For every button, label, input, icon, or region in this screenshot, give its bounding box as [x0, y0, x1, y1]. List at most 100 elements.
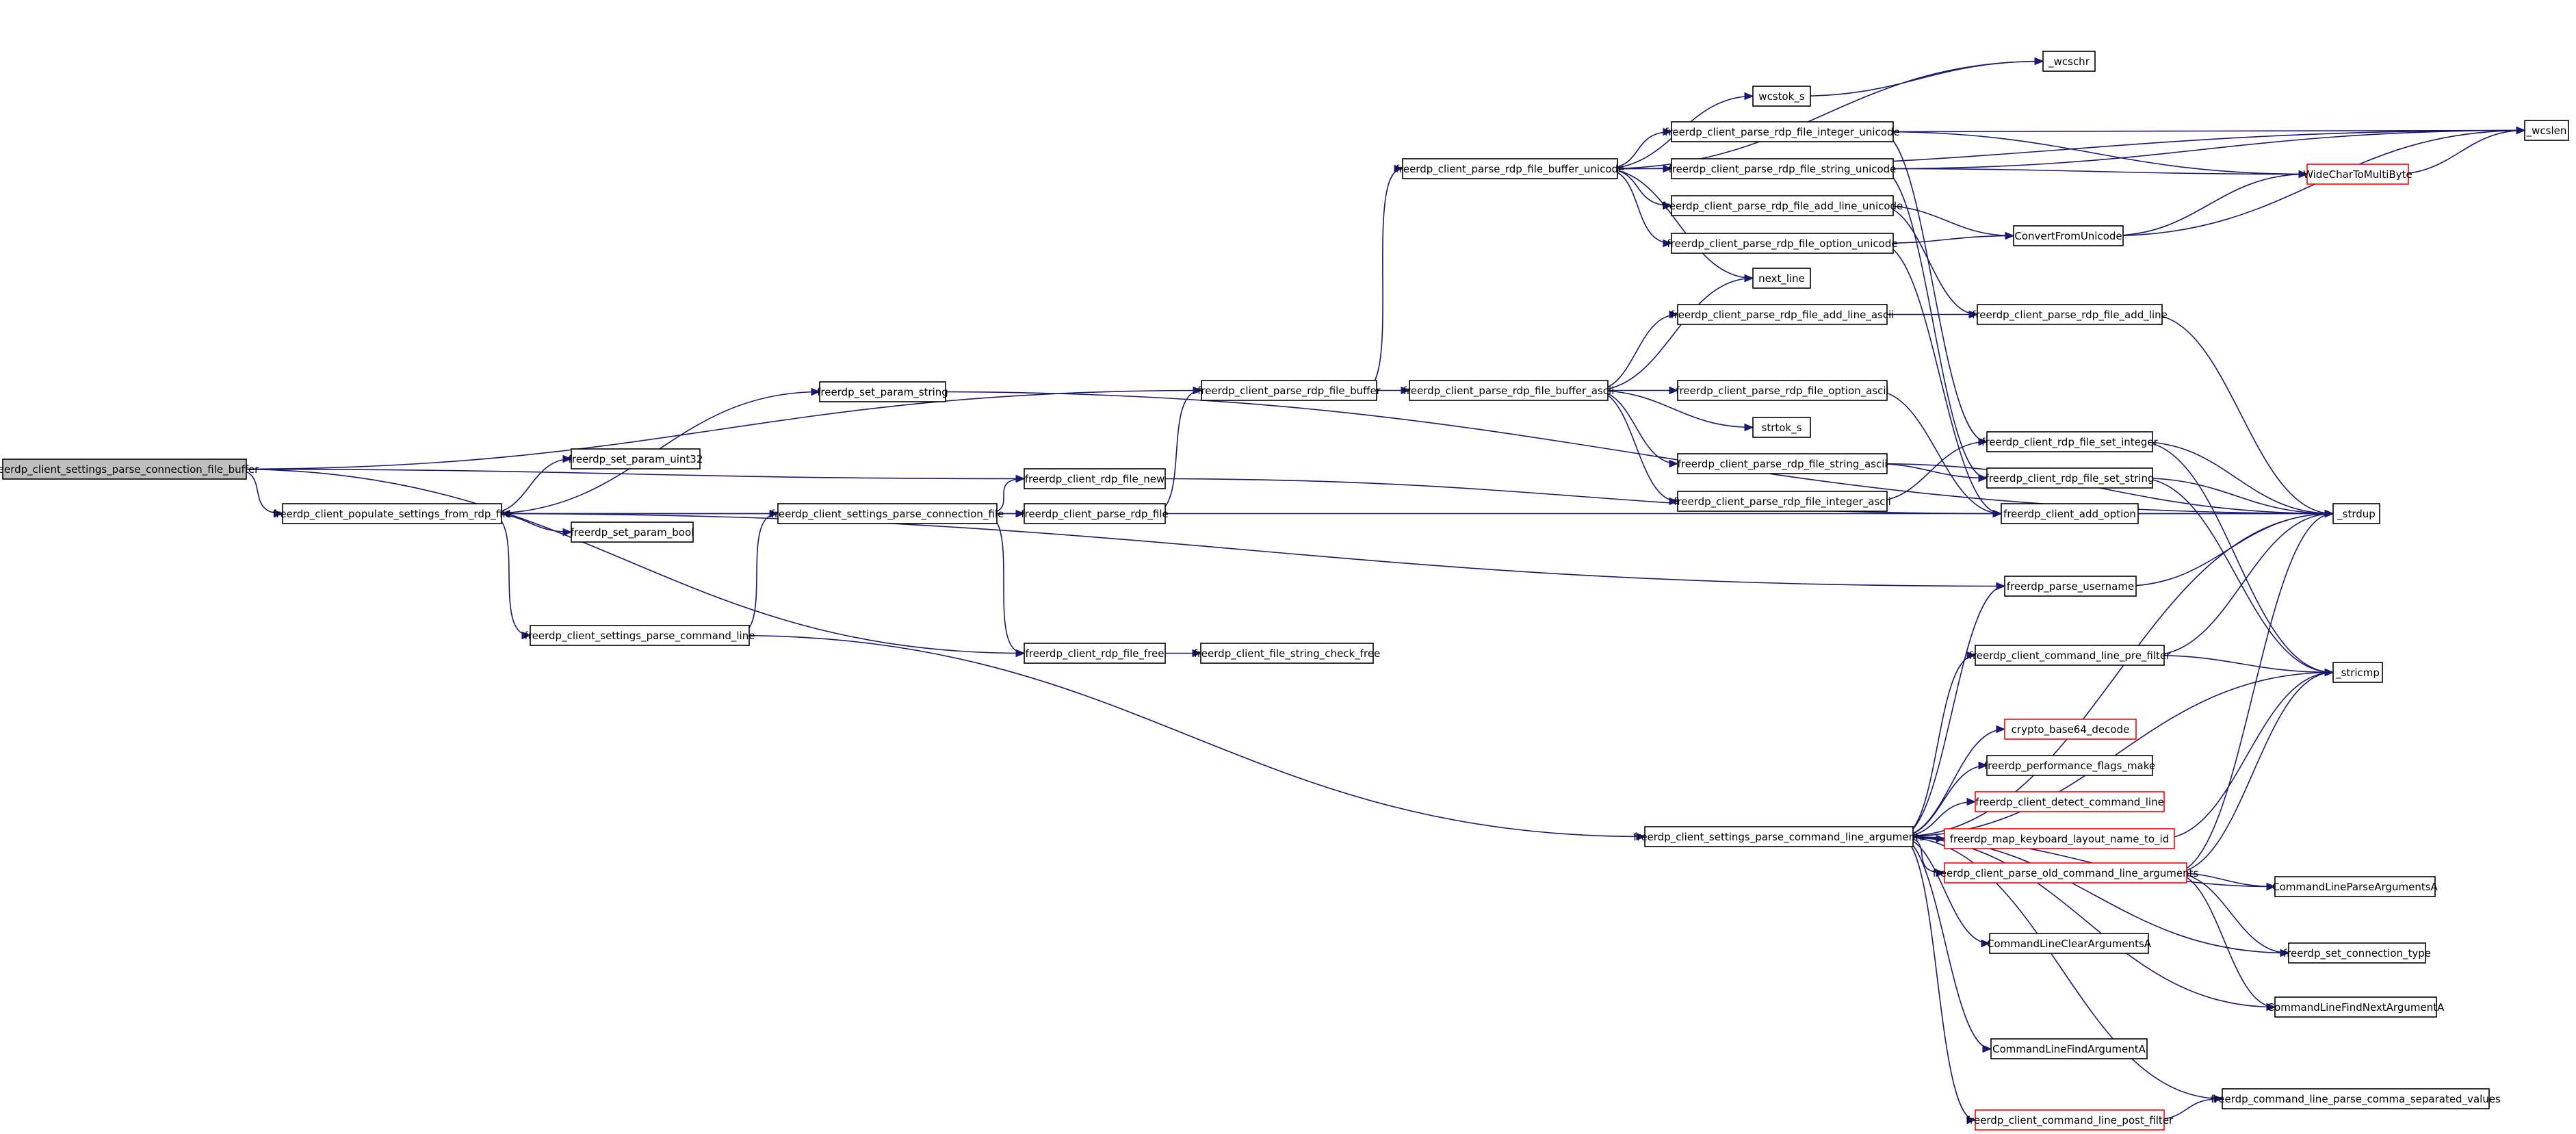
- node-comma_values[interactable]: freerdp_command_line_parse_comma_separat…: [2211, 1088, 2501, 1109]
- node-box-addline_unicode[interactable]: [1671, 195, 1894, 216]
- node-box-pre_filter[interactable]: [1975, 645, 2165, 666]
- node-add_option[interactable]: freerdp_client_add_option: [2001, 503, 2139, 524]
- node-box-int_unicode[interactable]: [1671, 121, 1894, 142]
- node-cl_clear[interactable]: CommandLineClearArgumentsA: [1987, 933, 2152, 954]
- node-convert_from_unicode[interactable]: ConvertFromUnicode: [2013, 225, 2124, 246]
- node-int_ascii[interactable]: freerdp_client_parse_rdp_file_integer_as…: [1674, 491, 1891, 512]
- node-box-rdp_file_free[interactable]: [1024, 643, 1166, 664]
- node-box-stricmp[interactable]: [2332, 662, 2383, 683]
- node-box-perf_flags[interactable]: [1986, 755, 2153, 776]
- node-old_args[interactable]: freerdp_client_parse_old_command_line_ar…: [1933, 862, 2199, 884]
- node-stricmp[interactable]: _stricmp: [2332, 662, 2383, 683]
- node-box-cl_parse[interactable]: [2274, 876, 2436, 897]
- node-pre_filter[interactable]: freerdp_client_command_line_pre_filter: [1969, 645, 2171, 666]
- node-box-add_line[interactable]: [1977, 304, 2163, 325]
- node-box-option_ascii[interactable]: [1677, 380, 1888, 401]
- node-set_param_uint32[interactable]: freerdp_set_param_uint32: [569, 448, 703, 469]
- node-wcslen[interactable]: _wcslen: [2524, 120, 2569, 141]
- node-box-wcstok_s[interactable]: [1752, 86, 1811, 107]
- node-wc2mb[interactable]: WideCharToMultiByte: [2303, 164, 2412, 185]
- node-box-wcschr[interactable]: [2042, 51, 2096, 72]
- node-box-parse_args[interactable]: [1644, 826, 1914, 847]
- node-rdp_file_free[interactable]: freerdp_client_rdp_file_free: [1024, 643, 1166, 664]
- node-parse_args[interactable]: freerdp_client_settings_parse_command_li…: [1633, 826, 1925, 847]
- node-box-str_ascii[interactable]: [1677, 453, 1888, 474]
- node-set_conn_type[interactable]: freerdp_set_connection_type: [2283, 942, 2431, 964]
- node-box-set_param_bool[interactable]: [571, 521, 694, 543]
- node-box-set_conn_type[interactable]: [2288, 942, 2426, 964]
- node-box-set_integer[interactable]: [1986, 431, 2153, 452]
- node-perf_flags[interactable]: freerdp_performance_flags_make: [1984, 755, 2155, 776]
- node-parse_rdp_file[interactable]: freerdp_client_parse_rdp_file: [1021, 503, 1169, 524]
- node-box-wcslen[interactable]: [2524, 120, 2569, 141]
- node-set_string[interactable]: freerdp_client_rdp_file_set_string: [1986, 467, 2155, 489]
- node-box-parse_rdp_file[interactable]: [1024, 503, 1166, 524]
- node-box-base64[interactable]: [2004, 719, 2137, 740]
- node-rdp_file_new[interactable]: freerdp_client_rdp_file_new: [1024, 468, 1166, 489]
- node-option_ascii[interactable]: freerdp_client_parse_rdp_file_option_asc…: [1676, 380, 1889, 401]
- node-add_line[interactable]: freerdp_client_parse_rdp_file_add_line: [1972, 304, 2168, 325]
- node-populate[interactable]: freerdp_client_populate_settings_from_rd…: [272, 503, 512, 524]
- node-box-comma_values[interactable]: [2222, 1088, 2490, 1109]
- node-box-cl_clear[interactable]: [1989, 933, 2149, 954]
- node-parse_username[interactable]: freerdp_parse_username: [2004, 576, 2137, 597]
- node-box-rdp_file_new[interactable]: [1024, 468, 1166, 489]
- node-parse_buffer[interactable]: freerdp_client_parse_rdp_file_buffer: [1197, 380, 1381, 401]
- node-box-set_param_uint32[interactable]: [571, 448, 701, 469]
- node-detect_cmdline[interactable]: freerdp_client_detect_command_line: [1975, 791, 2165, 812]
- node-box-int_ascii[interactable]: [1677, 491, 1888, 512]
- node-box-add_option[interactable]: [2001, 503, 2139, 524]
- node-box-post_filter[interactable]: [1975, 1109, 2165, 1131]
- node-root[interactable]: freerdp_client_settings_parse_connection…: [0, 459, 259, 480]
- node-box-buffer_unicode[interactable]: [1402, 158, 1618, 179]
- node-wcstok_s[interactable]: wcstok_s: [1752, 86, 1811, 107]
- node-box-detect_cmdline[interactable]: [1975, 791, 2165, 812]
- node-post_filter[interactable]: freerdp_client_command_line_post_filter: [1966, 1109, 2174, 1131]
- node-str_ascii[interactable]: freerdp_client_parse_rdp_file_string_asc…: [1677, 453, 1888, 474]
- node-box-set_param_string[interactable]: [819, 381, 946, 402]
- node-box-strdup[interactable]: [2332, 503, 2380, 524]
- node-box-root[interactable]: [2, 459, 247, 480]
- node-addline_ascii[interactable]: freerdp_client_parse_rdp_file_add_line_a…: [1671, 304, 1895, 325]
- node-option_unicode[interactable]: freerdp_client_parse_rdp_file_option_uni…: [1667, 233, 1898, 254]
- node-strtok_s[interactable]: strtok_s: [1752, 417, 1811, 438]
- node-box-buffer_ascii[interactable]: [1409, 380, 1609, 401]
- node-cl_find_next[interactable]: CommandLineFindNextArgumentA: [2267, 996, 2445, 1018]
- node-box-option_unicode[interactable]: [1671, 233, 1894, 254]
- node-int_unicode[interactable]: freerdp_client_parse_rdp_file_integer_un…: [1665, 121, 1900, 142]
- node-box-old_args[interactable]: [1944, 862, 2187, 884]
- node-box-populate[interactable]: [282, 503, 502, 524]
- node-base64[interactable]: crypto_base64_decode: [2004, 719, 2137, 740]
- node-buffer_ascii[interactable]: freerdp_client_parse_rdp_file_buffer_asc…: [1403, 380, 1615, 401]
- node-set_param_string[interactable]: freerdp_set_param_string: [817, 381, 948, 402]
- node-parse_cmdline[interactable]: freerdp_client_settings_parse_command_li…: [525, 625, 755, 646]
- node-parse_conn_file[interactable]: freerdp_client_settings_parse_connection…: [771, 503, 1004, 524]
- node-addline_unicode[interactable]: freerdp_client_parse_rdp_file_add_line_u…: [1662, 195, 1903, 216]
- node-box-addline_ascii[interactable]: [1677, 304, 1888, 325]
- node-str_unicode[interactable]: freerdp_client_parse_rdp_file_string_uni…: [1669, 158, 1897, 179]
- node-wcschr[interactable]: _wcschr: [2042, 51, 2096, 72]
- node-box-cl_find_next[interactable]: [2274, 996, 2437, 1018]
- node-box-strtok_s[interactable]: [1752, 417, 1811, 438]
- node-box-convert_from_unicode[interactable]: [2013, 225, 2124, 246]
- node-box-next_line[interactable]: [1752, 268, 1811, 289]
- node-box-string_check_free[interactable]: [1200, 643, 1374, 664]
- node-box-kbd_layout[interactable]: [1944, 828, 2175, 849]
- node-box-parse_username[interactable]: [2004, 576, 2137, 597]
- node-box-cl_find[interactable]: [1990, 1038, 2148, 1059]
- node-kbd_layout[interactable]: freerdp_map_keyboard_layout_name_to_id: [1944, 828, 2175, 849]
- node-string_check_free[interactable]: freerdp_client_file_string_check_free: [1194, 643, 1381, 664]
- node-box-parse_buffer[interactable]: [1201, 380, 1377, 401]
- node-box-set_string[interactable]: [1986, 467, 2153, 489]
- node-buffer_unicode[interactable]: freerdp_client_parse_rdp_file_buffer_uni…: [1396, 158, 1625, 179]
- node-box-str_unicode[interactable]: [1671, 158, 1894, 179]
- node-box-wc2mb[interactable]: [2306, 164, 2409, 185]
- node-box-parse_cmdline[interactable]: [530, 625, 750, 646]
- node-set_integer[interactable]: freerdp_client_rdp_file_set_integer: [1981, 431, 2159, 452]
- node-box-parse_conn_file[interactable]: [777, 503, 998, 524]
- node-cl_find[interactable]: CommandLineFindArgumentA: [1990, 1038, 2148, 1059]
- node-strdup[interactable]: _strdup: [2332, 503, 2380, 524]
- node-next_line[interactable]: next_line: [1752, 268, 1811, 289]
- node-set_param_bool[interactable]: freerdp_set_param_bool: [571, 521, 694, 543]
- node-cl_parse[interactable]: CommandLineParseArgumentsA: [2272, 876, 2438, 897]
